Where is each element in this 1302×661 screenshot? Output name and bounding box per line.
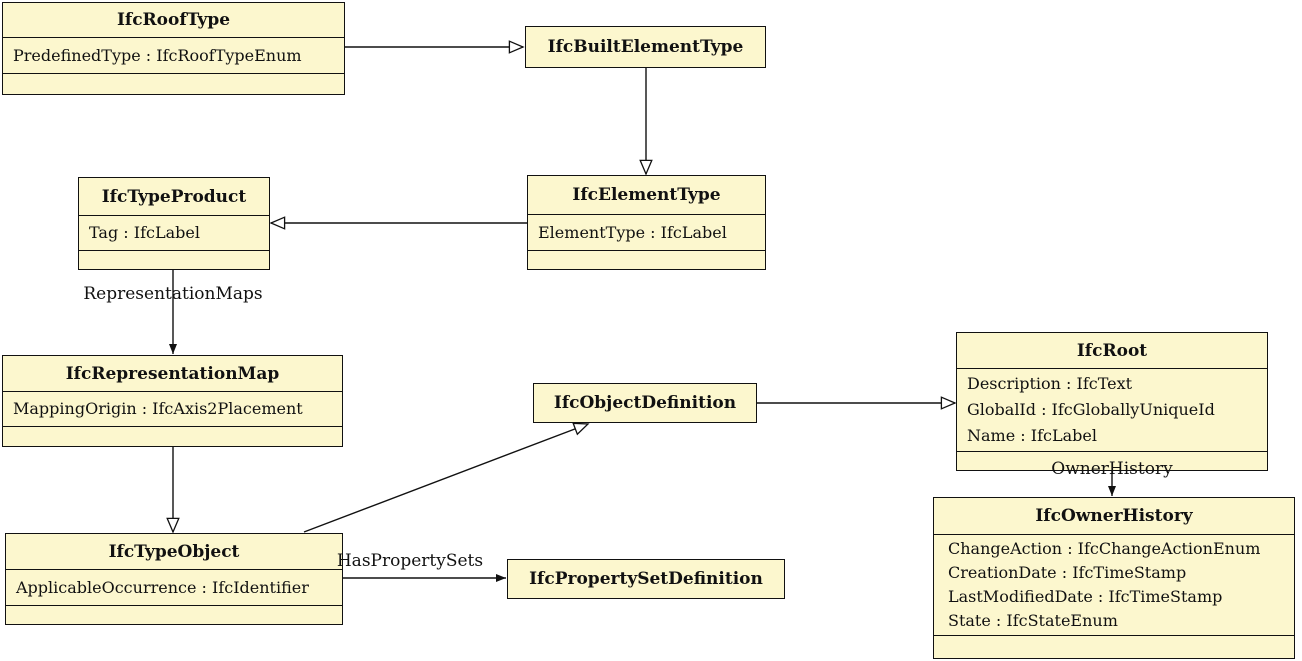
class-ifcrooftype: IfcRoofType PredefinedType : IfcRoofType… xyxy=(2,2,345,95)
attribute: PredefinedType : IfcRoofTypeEnum xyxy=(13,45,302,65)
class-footer xyxy=(3,427,342,446)
class-footer xyxy=(3,74,344,94)
attribute: ChangeAction : IfcChangeActionEnum xyxy=(948,539,1261,558)
attribute: ApplicableOccurrence : IfcIdentifier xyxy=(16,577,309,597)
class-attributes: ElementType : IfcLabel xyxy=(528,215,765,251)
class-ifcroot: IfcRoot Description : IfcText GlobalId :… xyxy=(956,332,1268,471)
attribute: State : IfcStateEnum xyxy=(948,611,1118,630)
class-ifctypeobject: IfcTypeObject ApplicableOccurrence : Ifc… xyxy=(5,533,343,625)
attribute: ElementType : IfcLabel xyxy=(538,222,727,242)
class-attributes: Tag : IfcLabel xyxy=(79,216,269,251)
class-ifcobjectdefinition: IfcObjectDefinition xyxy=(533,383,757,423)
class-ifcelementtype: IfcElementType ElementType : IfcLabel xyxy=(527,175,766,270)
class-title: IfcPropertySetDefinition xyxy=(529,569,763,589)
class-title: IfcObjectDefinition xyxy=(553,393,737,413)
edge-label-ownerhistory: OwnerHistory xyxy=(1051,459,1173,479)
class-attributes: MappingOrigin : IfcAxis2Placement xyxy=(3,392,342,427)
attribute: Tag : IfcLabel xyxy=(89,223,200,242)
class-ifcownerhistory: IfcOwnerHistory ChangeAction : IfcChange… xyxy=(933,497,1295,659)
class-footer xyxy=(79,251,269,269)
class-title: IfcTypeObject xyxy=(6,534,342,570)
class-title: IfcTypeProduct xyxy=(79,178,269,216)
class-title: IfcRoofType xyxy=(3,3,344,38)
class-footer xyxy=(934,636,1294,661)
class-footer xyxy=(528,251,765,269)
class-title: IfcBuiltElementType xyxy=(547,37,744,57)
attribute: GlobalId : IfcGloballyUniqueId xyxy=(967,400,1215,419)
class-attributes: ApplicableOccurrence : IfcIdentifier xyxy=(6,570,342,606)
edge-label-haspropertysets: HasPropertySets xyxy=(336,551,484,571)
attribute: Name : IfcLabel xyxy=(967,426,1097,445)
attribute: Description : IfcText xyxy=(967,374,1133,393)
class-ifcrepresentationmap: IfcRepresentationMap MappingOrigin : Ifc… xyxy=(2,355,343,447)
class-title: IfcRepresentationMap xyxy=(3,356,342,392)
class-attributes: PredefinedType : IfcRoofTypeEnum xyxy=(3,38,344,74)
class-ifcbuiltelementtype: IfcBuiltElementType xyxy=(525,26,766,68)
class-ifcpropertysetdefinition: IfcPropertySetDefinition xyxy=(507,559,785,599)
class-ifctypeproduct: IfcTypeProduct Tag : IfcLabel xyxy=(78,177,270,270)
class-title: IfcRoot xyxy=(957,333,1267,369)
attribute: MappingOrigin : IfcAxis2Placement xyxy=(13,399,303,418)
edge-label-representationmaps: RepresentationMaps xyxy=(83,284,263,304)
class-attributes: Description : IfcText GlobalId : IfcGlob… xyxy=(957,369,1267,452)
class-title: IfcOwnerHistory xyxy=(934,498,1294,535)
attribute: LastModifiedDate : IfcTimeStamp xyxy=(948,587,1223,606)
attribute: CreationDate : IfcTimeStamp xyxy=(948,563,1187,582)
class-attributes: ChangeAction : IfcChangeActionEnum Creat… xyxy=(934,535,1294,636)
class-title: IfcElementType xyxy=(528,176,765,215)
edge-inheritance-typeobject-objectdefinition xyxy=(303,422,590,533)
class-footer xyxy=(6,606,342,624)
